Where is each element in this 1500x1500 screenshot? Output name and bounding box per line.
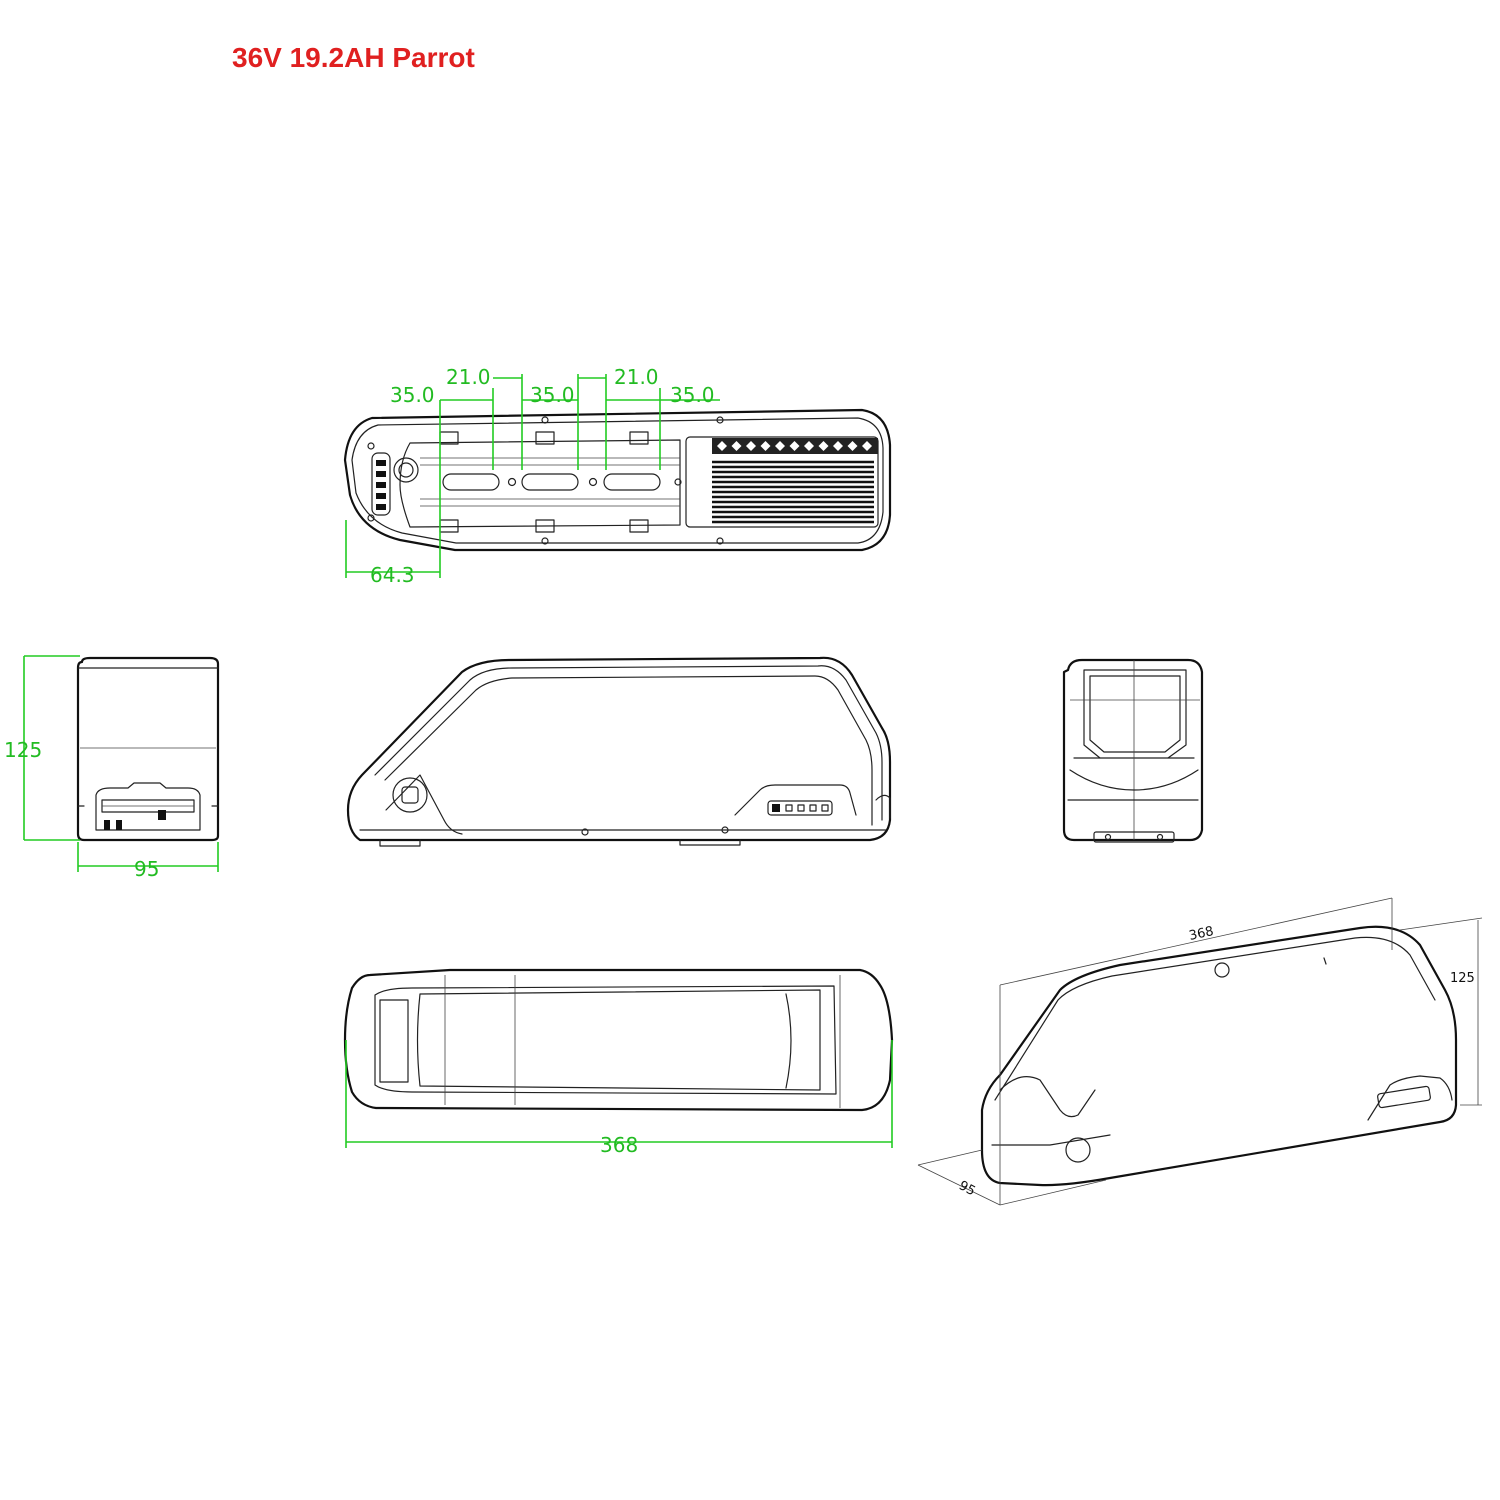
top-view-dimensions: 35.0 21.0 35.0 21.0 35.0 64.3 bbox=[345, 365, 720, 587]
vent-diamond bbox=[804, 441, 814, 451]
end-view: 125 95 bbox=[4, 655, 220, 881]
vent-diamond bbox=[862, 441, 872, 451]
vent-diamond bbox=[833, 441, 843, 451]
bottom-view: 368 bbox=[343, 968, 894, 1157]
dim-top-b: 21.0 bbox=[446, 365, 491, 389]
side-view bbox=[346, 656, 892, 847]
dim-top-d: 21.0 bbox=[614, 365, 659, 389]
vent-diamond bbox=[717, 441, 727, 451]
dim-end-width: 95 bbox=[134, 857, 159, 881]
vent-diamond bbox=[818, 441, 829, 451]
top-view: 35.0 21.0 35.0 21.0 35.0 64.3 bbox=[343, 365, 892, 587]
vent-diamond bbox=[760, 441, 771, 451]
vent-diamond bbox=[746, 441, 756, 451]
dim-iso-width: 95 bbox=[956, 1178, 978, 1199]
vent-diamond bbox=[731, 441, 742, 451]
dim-iso-length: 368 bbox=[1188, 924, 1215, 944]
vent-diamond bbox=[789, 441, 800, 451]
isometric-view: 368 125 95 bbox=[917, 897, 1483, 1206]
page-title: 36V 19.2AH Parrot bbox=[232, 42, 475, 73]
dim-top-c: 35.0 bbox=[530, 383, 575, 407]
dim-top-offset: 64.3 bbox=[370, 563, 415, 587]
vent-diamond bbox=[775, 441, 785, 451]
dim-top-e: 35.0 bbox=[670, 383, 715, 407]
dim-iso-height: 125 bbox=[1450, 971, 1475, 986]
dim-bottom-length: 368 bbox=[600, 1133, 638, 1157]
front-view bbox=[1062, 658, 1204, 843]
dim-top-a: 35.0 bbox=[390, 383, 435, 407]
dim-end-height: 125 bbox=[4, 738, 42, 762]
vent-diamond bbox=[847, 441, 858, 451]
